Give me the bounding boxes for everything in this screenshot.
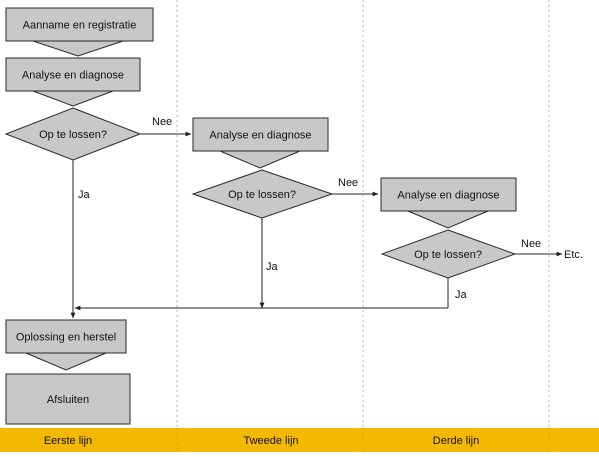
- yes-label-2: Ja: [266, 261, 279, 273]
- footer-bar: [0, 428, 599, 452]
- analysis-label-1: Analyse en diagnose: [22, 70, 124, 82]
- resolve-box: [5, 319, 127, 354]
- analysis-label-3: Analyse en diagnose: [397, 190, 499, 202]
- lane-label-tweede: Tweede lijn: [243, 435, 298, 447]
- funnel-arrow-5: [407, 210, 489, 229]
- analysis-box-2: [192, 117, 329, 152]
- etc-label: Etc.: [564, 249, 583, 261]
- lane-derde-lijn: Analyse en diagnose Op te lossen? Nee Et…: [380, 177, 583, 308]
- intake-label: Aanname en registratie: [23, 20, 137, 32]
- yes-label-3: Ja: [455, 289, 468, 301]
- funnel-arrow-3: [25, 352, 107, 371]
- decision-label-3: Op te lossen?: [414, 249, 482, 261]
- analysis-box-1: [5, 57, 141, 92]
- lane-label-derde: Derde lijn: [433, 435, 479, 447]
- no-label-2: Nee: [338, 177, 358, 189]
- decision-label-1: Op te lossen?: [39, 129, 107, 141]
- intake-box: [5, 7, 154, 42]
- close-label: Afsluiten: [47, 394, 89, 406]
- lane-dividers: [176, 0, 550, 428]
- lane-eerste-lijn: Aanname en registratie Analyse en diagno…: [4, 7, 192, 425]
- yes-label-1: Ja: [78, 189, 91, 201]
- analysis-label-2: Analyse en diagnose: [209, 130, 311, 142]
- funnel-arrow-1: [32, 40, 124, 57]
- resolve-label: Oplossing en herstel: [16, 332, 116, 344]
- decision-label-2: Op te lossen?: [228, 189, 296, 201]
- close-box: [5, 373, 131, 425]
- lane-footer: Eerste lijn Tweede lijn Derde lijn: [0, 428, 599, 452]
- funnel-arrow-2: [32, 90, 114, 107]
- funnel-arrow-4: [219, 150, 301, 169]
- no-label-1: Nee: [152, 116, 172, 128]
- no-label-3: Nee: [521, 238, 541, 250]
- lane-label-eerste: Eerste lijn: [44, 435, 92, 447]
- lane-tweede-lijn: Analyse en diagnose Op te lossen? Nee Ja: [191, 117, 379, 309]
